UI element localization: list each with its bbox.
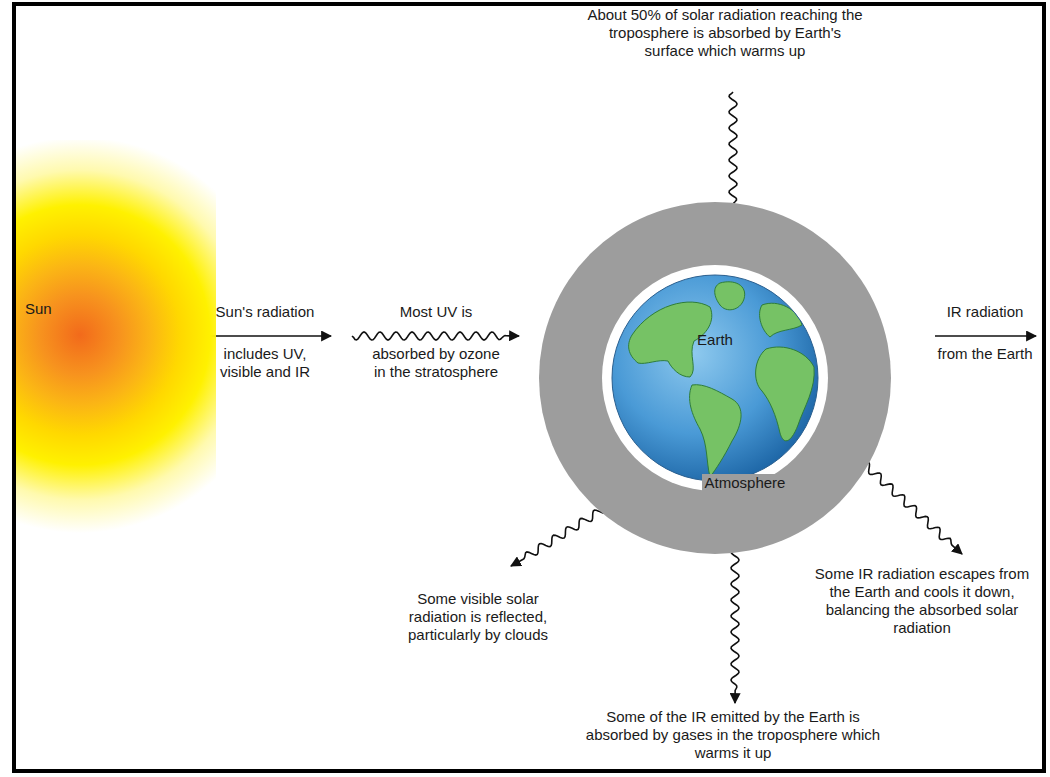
- arrow-label: includes UV, visible and IR: [210, 345, 320, 381]
- continent: [760, 303, 802, 337]
- node-label: Earth: [697, 331, 733, 349]
- globe-outline: [612, 275, 818, 481]
- earth-globe: Earth: [602, 265, 828, 491]
- arrow-label: IR radiation: [930, 303, 1040, 321]
- earth-illustration: [602, 265, 828, 491]
- solar-down-arrow: [729, 92, 737, 219]
- ocean: [612, 275, 818, 481]
- note: Some IR radiation escapes from the Earth…: [806, 565, 1038, 637]
- arrow-label: absorbed by ozone in the stratosphere: [369, 345, 504, 381]
- continent: [690, 385, 741, 477]
- arrow-label: Sun's radiation: [195, 303, 335, 321]
- arrow-label: Most UV is: [356, 303, 516, 321]
- atmosphere-ring: Atmosphere Earth: [539, 202, 891, 554]
- note: Some of the IR emitted by the Earth is a…: [573, 708, 893, 762]
- uv-wavy-arrow: [352, 332, 519, 340]
- frame: [14, 4, 1044, 771]
- ir-out-arrow: [935, 335, 1036, 337]
- note: About 50% of solar radiation reaching th…: [583, 6, 868, 60]
- node-label: Atmosphere: [702, 474, 789, 492]
- sun-circle: Sun: [16, 140, 216, 540]
- arrow-label: from the Earth: [930, 345, 1040, 363]
- continent: [715, 282, 745, 310]
- note: Some visible solar radiation is reflecte…: [392, 590, 564, 644]
- node-label: Sun: [25, 300, 52, 318]
- sun-radiation-arrow: [207, 335, 331, 337]
